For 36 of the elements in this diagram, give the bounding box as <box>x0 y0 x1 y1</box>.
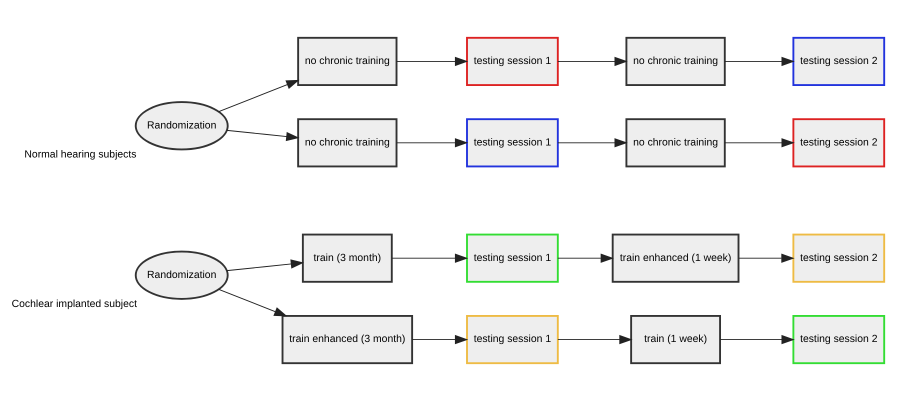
arrow <box>218 79 300 112</box>
node-box: testing session 1 <box>466 233 559 282</box>
node-box: train (1 week) <box>630 314 721 364</box>
node-box: testing session 1 <box>466 314 559 364</box>
arrow <box>396 56 468 66</box>
node-box: testing session 1 <box>466 36 559 86</box>
arrow <box>557 334 633 344</box>
node-box: train enhanced (3 month) <box>282 314 414 364</box>
node-box: testing session 2 <box>792 36 886 86</box>
node-box: testing session 2 <box>792 314 886 364</box>
arrow <box>724 138 795 147</box>
node-box: no chronic training <box>297 36 398 86</box>
node-box: train enhanced (1 week) <box>612 233 740 282</box>
node-box: train (3 month) <box>302 233 393 282</box>
node-label: Normal hearing subjects <box>24 149 136 160</box>
node-box: testing session 2 <box>792 118 886 167</box>
arrow <box>724 56 795 66</box>
arrow <box>557 253 614 262</box>
node-box: no chronic training <box>297 118 398 167</box>
node-box: no chronic training <box>625 118 726 167</box>
node-ellipse: Randomization <box>134 250 229 300</box>
arrow <box>226 129 300 141</box>
node-ellipse: Randomization <box>134 100 229 150</box>
arrow <box>396 138 468 147</box>
node-label: Cochlear implanted subject <box>12 298 137 310</box>
arrow <box>720 334 795 344</box>
arrow <box>738 253 795 262</box>
arrow <box>557 56 628 66</box>
node-box: testing session 2 <box>792 233 886 282</box>
arrow <box>392 253 468 262</box>
arrow <box>412 334 468 344</box>
node-box: no chronic training <box>625 36 726 86</box>
arrow <box>218 288 288 316</box>
node-box: testing session 1 <box>466 118 559 167</box>
arrow <box>226 258 304 271</box>
arrow <box>557 138 628 147</box>
